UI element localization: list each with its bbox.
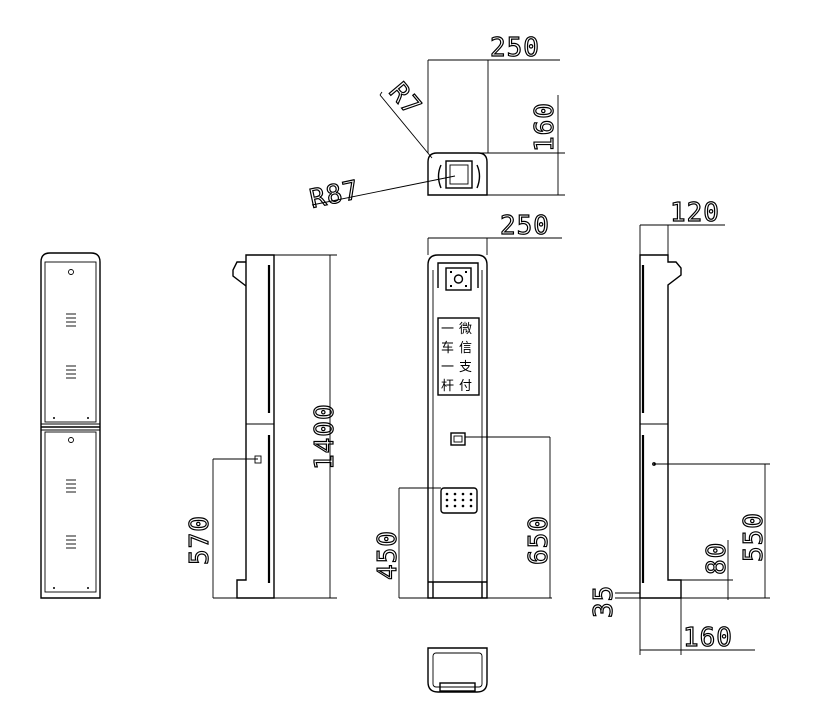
dim-side-height: 1400 bbox=[310, 403, 340, 470]
dim-right-550: 550 bbox=[739, 512, 769, 562]
sign-char-7: 支 bbox=[459, 360, 472, 375]
sign-char-3: 一 bbox=[441, 360, 454, 375]
dim-right-35: 35 bbox=[589, 585, 619, 618]
right-view bbox=[615, 224, 770, 655]
sign-char-4: 杆 bbox=[441, 379, 454, 394]
sign-char-2: 车 bbox=[441, 340, 454, 356]
dim-front-450: 450 bbox=[373, 530, 403, 580]
dim-right-width-bottom: 160 bbox=[683, 623, 733, 653]
top-view bbox=[311, 59, 565, 206]
front-view bbox=[398, 237, 562, 599]
dim-radius-large: R87 bbox=[307, 175, 362, 215]
sign-char-6: 信 bbox=[459, 341, 472, 356]
sign-char-8: 付 bbox=[459, 379, 472, 394]
sign-char-5: 微 bbox=[459, 322, 472, 337]
dim-front-650: 650 bbox=[524, 515, 554, 565]
dim-top-height: 160 bbox=[530, 102, 560, 152]
dim-right-width-top: 120 bbox=[670, 198, 720, 228]
dim-front-width: 250 bbox=[500, 211, 550, 241]
dim-right-80: 80 bbox=[702, 542, 732, 575]
dim-side-bottom: 570 bbox=[185, 515, 215, 565]
dim-top-width: 250 bbox=[490, 33, 540, 63]
back-view bbox=[40, 252, 101, 599]
sign-char-1: 一 bbox=[441, 322, 454, 337]
dim-radius-small: R7 bbox=[383, 77, 427, 122]
bottom-view bbox=[427, 647, 488, 693]
side-view bbox=[212, 254, 337, 599]
